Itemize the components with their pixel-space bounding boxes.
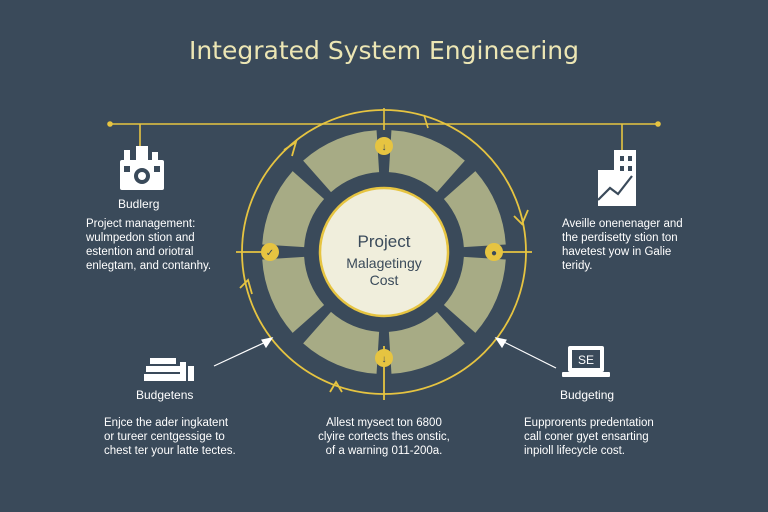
node-marker-left: ✓ [261, 243, 279, 261]
node-bottom-left-label: Budgetens [136, 388, 194, 402]
node-bottom-right-text: Eupprorents predentation call coner gyet… [524, 416, 654, 458]
center-circle [318, 186, 450, 318]
text-line: Allest mysect ton 6800 [326, 417, 442, 429]
text-line: wulmpedon stion and [86, 232, 195, 244]
text-line: chest ter your latte tectes. [104, 445, 236, 457]
building-chart-icon [597, 150, 636, 206]
svg-text:↓: ↓ [382, 142, 387, 153]
text-line: clyire cortects thes onstic, [318, 431, 450, 443]
segment-ring [262, 130, 506, 374]
outer-ring [236, 109, 532, 400]
text-line: Enjce the ader ingkatent [104, 417, 229, 429]
text-line: estention and oriotral [86, 246, 194, 258]
node-top-left-text: Project management: wulmpedon stion and … [86, 217, 211, 273]
ring-segment [262, 256, 325, 333]
center-line-3: Cost [369, 272, 399, 288]
node-top-right-text: Aveille onenenager and the perdisetty st… [562, 217, 683, 273]
page-title: Integrated System Engineering [188, 36, 580, 65]
ring-segment [388, 130, 465, 193]
node-markers: ↓ ✓ ● ↓ [261, 137, 503, 367]
camera-building-icon [120, 146, 164, 190]
text-line: enlegtam, and contanhy. [86, 260, 212, 272]
node-marker-bottom: ↓ [375, 349, 393, 367]
books-stack-icon [144, 358, 194, 381]
laptop-icon: SE [562, 346, 610, 377]
text-line: or tureer centgessige to [104, 431, 225, 443]
center-line-1: Project [357, 232, 411, 251]
text-line: teridy. [562, 260, 593, 272]
node-marker-right: ● [485, 243, 503, 261]
ring-segment [262, 171, 325, 248]
svg-text:✓: ✓ [266, 248, 274, 259]
text-line: Project management: [86, 218, 196, 230]
ring-segment [388, 311, 465, 374]
top-connector [107, 108, 661, 150]
node-marker-top: ↓ [375, 137, 393, 155]
text-line: call coner gyet ensarting [524, 431, 649, 443]
text-line: havetest yow in Galie [562, 246, 672, 258]
ring-segment [303, 130, 380, 193]
node-top-left-label: Budlerg [118, 197, 160, 211]
text-line: Aveille onenenager and [562, 218, 683, 230]
text-line: of a warning 011-200a. [325, 445, 443, 457]
ring-segment [443, 256, 506, 333]
pointer-arrows [213, 337, 557, 369]
ring-segment [443, 171, 506, 248]
node-bottom-right-label: Budgeting [560, 388, 615, 402]
node-bottom-left-text: Enjce the ader ingkatent or tureer centg… [104, 416, 236, 458]
ring-segment [303, 311, 380, 374]
node-bottom-center-text: Allest mysect ton 6800 clyire cortects t… [304, 416, 464, 458]
laptop-icon-text: SE [578, 353, 594, 367]
text-line: Eupprorents predentation [524, 417, 654, 429]
center-line-2: Malagetingy [346, 255, 422, 271]
text-line: the perdisetty stion ton [562, 232, 678, 244]
svg-text:●: ● [491, 248, 497, 259]
svg-text:↓: ↓ [382, 354, 387, 365]
text-line: inpioll lifecycle cost. [524, 445, 625, 457]
